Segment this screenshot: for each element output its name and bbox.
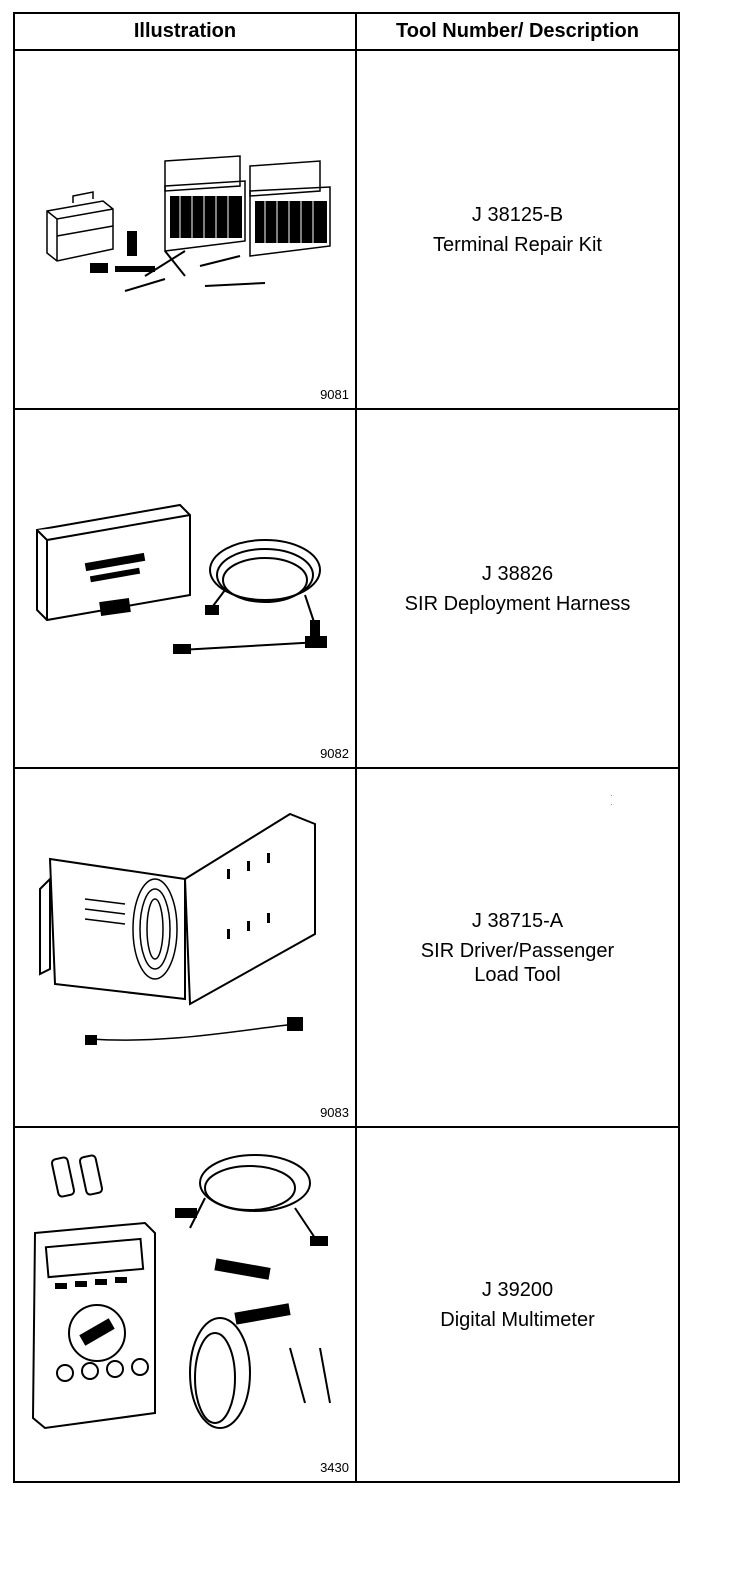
- load-tool-case-illustration: [39, 812, 316, 1045]
- description-cell: J 38715-A SIR Driver/Passenger Load Tool: [357, 769, 678, 1126]
- multimeter-illustration: [31, 1154, 331, 1430]
- header-description: Tool Number/ Description: [396, 20, 639, 42]
- tool-number: J 38715-A: [471, 909, 564, 932]
- illustration-cell: 9081: [15, 51, 357, 408]
- tool-description: Terminal Repair Kit: [433, 233, 602, 256]
- harness-case-illustration: [36, 503, 327, 654]
- scan-speck: · ·: [610, 791, 613, 809]
- header-illustration: Illustration: [15, 14, 357, 49]
- tool-number: J 39200: [481, 1278, 554, 1301]
- table-row: · ·: [15, 769, 678, 1128]
- tool-description: Digital Multimeter: [440, 1308, 595, 1331]
- tool-kit-illustration: [46, 155, 331, 292]
- illustration-cell: 9082: [15, 410, 357, 767]
- figure-number: 9081: [320, 387, 349, 402]
- figure-number: 3430: [320, 1460, 349, 1475]
- tool-number: J 38125-B: [471, 203, 564, 226]
- tool-description-line-2: Load Tool: [474, 963, 561, 986]
- description-cell: J 38826 SIR Deployment Harness: [357, 410, 678, 767]
- tool-description-line-1: SIR Driver/Passenger: [420, 939, 615, 962]
- illustration-cell: · ·: [15, 769, 613, 1126]
- description-cell: J 38125-B Terminal Repair Kit: [357, 51, 678, 408]
- tool-description: SIR Deployment Harness: [404, 592, 631, 615]
- table-row: 3430 J 39200 Digital Multimeter: [15, 1128, 678, 1481]
- figure-number: 9083: [320, 1105, 349, 1120]
- tool-number: J 38826: [481, 562, 554, 585]
- figure-number: 9082: [320, 746, 349, 761]
- tool-table: Illustration Tool Number/ Description: [13, 12, 680, 1483]
- illustration-cell: 3430: [15, 1128, 357, 1481]
- header-row: Illustration Tool Number/ Description: [15, 14, 678, 51]
- table-row: 9082 J 38826 SIR Deployment Harness: [15, 410, 678, 769]
- table-row: 9081 J 38125-B Terminal Repair Kit: [15, 51, 678, 410]
- description-cell: J 39200 Digital Multimeter: [357, 1128, 678, 1481]
